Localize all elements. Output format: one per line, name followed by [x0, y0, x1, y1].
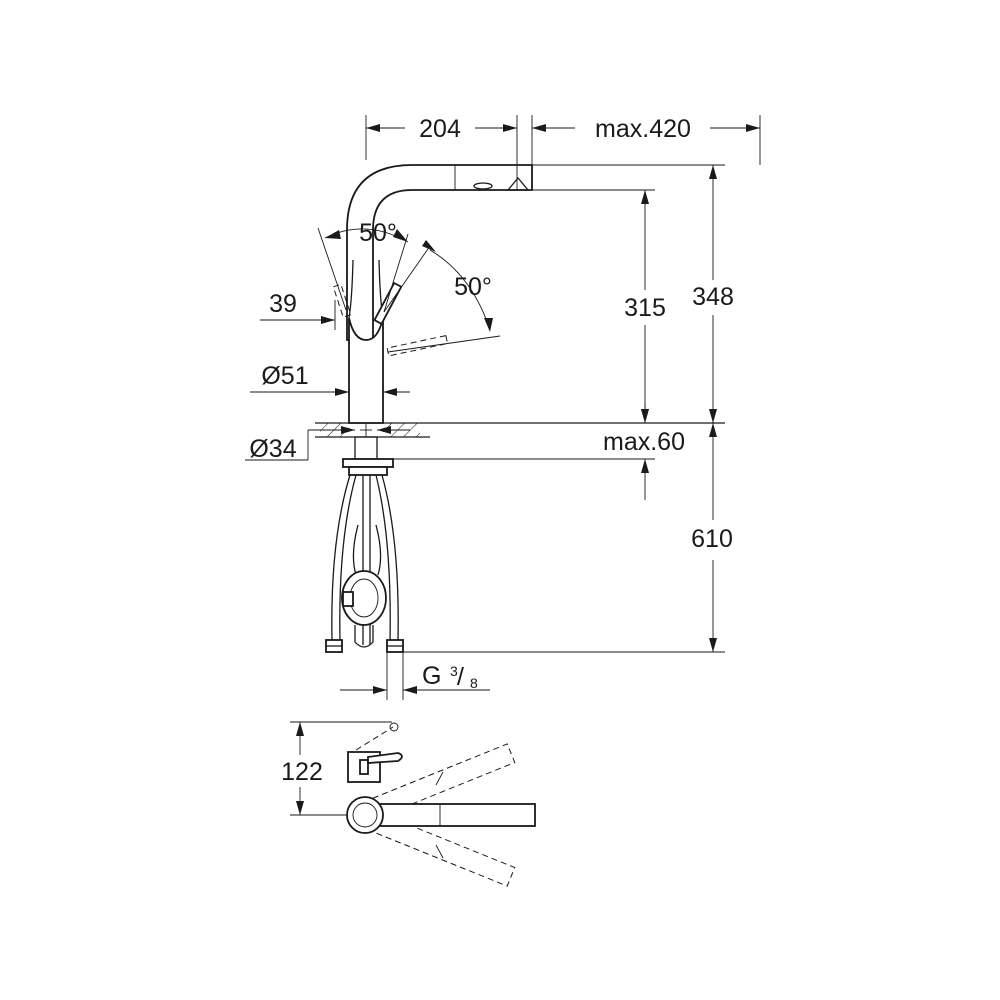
- dim-diameter-51-label: Ø51: [261, 362, 308, 390]
- dim-204: 204: [365, 115, 517, 160]
- hose-weight-clip: [342, 591, 354, 607]
- dim-thread-g38: G 3 / 8: [340, 652, 490, 700]
- spray-head-outlet: [473, 182, 493, 190]
- hose-guide: [352, 524, 382, 576]
- dim-diameter-34-label: Ø34: [249, 435, 296, 463]
- dim-thread-slash: /: [457, 663, 464, 691]
- dim-610-label: 610: [691, 525, 733, 553]
- spray-nozzle: [506, 176, 530, 191]
- supply-hose-right: [375, 474, 399, 641]
- dim-angle-50-upper-label: 50°: [359, 219, 397, 247]
- supply-hose-left: [331, 474, 357, 641]
- dim-39: 39: [260, 290, 336, 330]
- dim-315-label: 315: [624, 294, 666, 322]
- side-view: 204 max.420 348 315: [245, 115, 761, 700]
- mounting-shank: [354, 436, 378, 460]
- dim-angle-50-right-label: 50°: [454, 273, 492, 301]
- dim-122: 122: [281, 721, 392, 816]
- dim-315: 315: [532, 189, 666, 423]
- dim-610: 610: [691, 423, 733, 652]
- dim-angle-50-upper: 50°: [317, 219, 409, 313]
- lever-handle-ghost-right: [386, 335, 449, 357]
- dim-thread-label: G: [422, 662, 441, 690]
- dim-angle-50-right: 50°: [383, 240, 501, 353]
- plan-view: 122: [281, 721, 536, 887]
- plan-body: [346, 796, 384, 834]
- plan-spout-arm: [359, 803, 536, 827]
- dim-diameter-51: Ø51: [250, 362, 410, 396]
- dim-max-60: max.60: [393, 403, 685, 500]
- lever-handle-ghost-left: [332, 283, 352, 318]
- dim-max-60-label: max.60: [603, 428, 685, 456]
- fixing-plate: [348, 466, 388, 476]
- dim-thread-numerator: 3: [450, 663, 458, 679]
- dim-122-label: 122: [281, 758, 323, 786]
- dim-348-label: 348: [692, 283, 734, 311]
- dim-thread-denominator: 8: [470, 675, 478, 691]
- dim-diameter-34: Ø34: [245, 426, 410, 463]
- plan-lever-grip: [367, 752, 403, 764]
- dim-max-420: max.420: [532, 115, 761, 165]
- mounting-nut: [342, 458, 394, 468]
- dim-max-420-label: max.420: [595, 115, 691, 143]
- dim-204-label: 204: [419, 115, 461, 143]
- lever-handle: [373, 281, 403, 326]
- spout: [346, 164, 533, 341]
- hose-weight: [341, 570, 387, 626]
- dim-348: 348: [532, 164, 734, 423]
- dim-39-label: 39: [269, 290, 297, 318]
